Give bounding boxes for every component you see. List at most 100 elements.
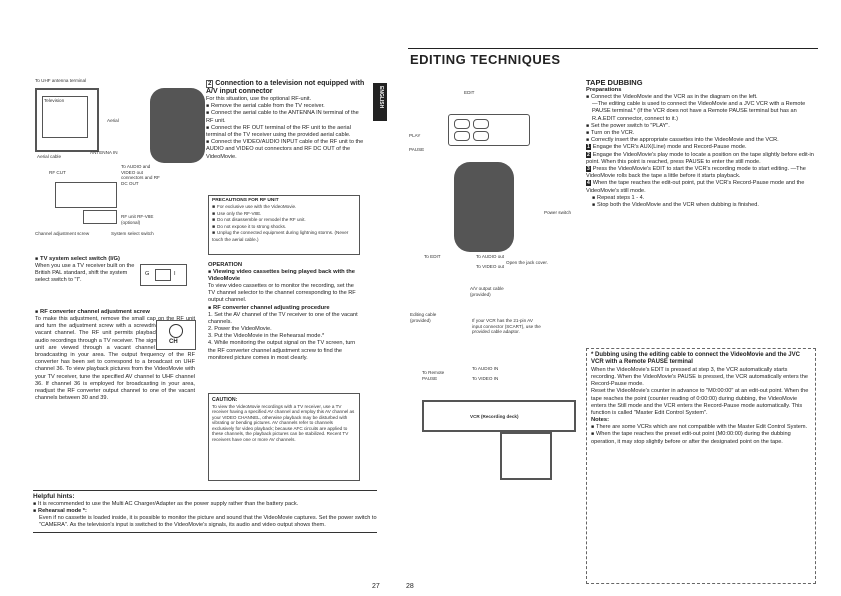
language-tab: ENGLISH bbox=[373, 83, 387, 121]
caution-box: CAUTION: To view the VideoMovie recordin… bbox=[208, 393, 360, 481]
repeat-steps: Repeat steps 1 - 4. bbox=[586, 195, 816, 202]
open-jack-label: Open the jack cover. bbox=[506, 260, 548, 265]
camcorder-image bbox=[454, 162, 514, 252]
operation-section: OPERATION Viewing video cassettes being … bbox=[208, 262, 360, 362]
operation-sub: Viewing video cassettes being played bac… bbox=[208, 269, 360, 283]
pause-button-icon bbox=[454, 131, 470, 141]
prep-item: Set the power switch to "PLAY". bbox=[586, 123, 816, 130]
caution-body: To view the VideoMovie recordings with a… bbox=[212, 403, 355, 443]
language-tab-label: ENGLISH bbox=[378, 86, 384, 109]
preparations-heading: Preparations bbox=[586, 87, 622, 93]
operation-body: To view video cassettes or to monitor th… bbox=[208, 283, 356, 304]
step-number: 1 bbox=[586, 144, 591, 151]
note-item: There are some VCRs which are not compat… bbox=[591, 424, 811, 431]
rehearsal-heading: Rehearsal mode *: bbox=[33, 508, 377, 515]
stop-step: Stop both the VideoMovie and the VCR whe… bbox=[586, 202, 816, 209]
play-button-icon bbox=[473, 119, 489, 129]
aerial-label: Aerial bbox=[107, 118, 119, 123]
tv-system-section: TV system select switch (I/G) When you u… bbox=[35, 256, 185, 285]
connection-intro: For this situation, use the optional RF-… bbox=[206, 96, 312, 102]
helpful-item: It is recommended to use the Multi AC Ch… bbox=[33, 501, 377, 508]
switch-slider bbox=[155, 269, 171, 281]
page-number-left: 27 bbox=[372, 583, 380, 590]
camcorder-image bbox=[150, 88, 205, 163]
rf-unit-label: RF unit RF-V8E (optional) bbox=[121, 214, 154, 225]
precaution-item: Use only the RF-V8E. bbox=[212, 211, 356, 218]
precaution-item: Do not expose it to strong shocks. bbox=[212, 224, 356, 231]
step-text: Engage the VideoMovie's play mode to loc… bbox=[586, 151, 814, 165]
rf-connection-figure: To UHF antenna terminal Television Aeria… bbox=[35, 78, 205, 260]
operation-heading: OPERATION bbox=[208, 262, 243, 268]
operation-step: 4. While monitoring the output signal on… bbox=[208, 340, 356, 361]
tape-dubbing-section: TAPE DUBBING Preparations Connect the Vi… bbox=[586, 78, 816, 209]
scart-note: If your VCR has the 21-pin AV input conn… bbox=[472, 318, 541, 335]
channel-screw-label: Channel adjustment screw bbox=[35, 231, 90, 236]
operation-sub2: RF converter channel adjusting procedure bbox=[208, 305, 360, 312]
connection-step: Remove the aerial cable from the TV rece… bbox=[206, 103, 366, 110]
tape-dubbing-heading: TAPE DUBBING bbox=[586, 78, 643, 87]
operation-step: 2. Power the VideoMovie. bbox=[208, 326, 272, 333]
tv-system-heading: TV system select switch (I/G) bbox=[35, 256, 185, 263]
helpful-heading: Helpful hints: bbox=[33, 493, 75, 500]
power-switch-label: Power switch bbox=[544, 210, 572, 215]
precautions-heading: PRECAUTIONS FOR RF UNIT bbox=[212, 198, 279, 203]
stop-button-icon bbox=[473, 131, 489, 141]
connection-number: 2 bbox=[206, 80, 214, 88]
rehearsal-body: Even if no cassette is loaded inside, it… bbox=[39, 515, 377, 529]
to-remote-label: To Remote PAUSE bbox=[422, 370, 445, 381]
monitor-image bbox=[500, 432, 552, 480]
step-number: 2 bbox=[586, 151, 591, 158]
precaution-item: Do not disassemble or remodel the RF uni… bbox=[212, 217, 356, 224]
operation-step: 1. Set the AV channel of the TV receiver… bbox=[208, 311, 358, 325]
to-audio-out-label: To AUDIO out bbox=[476, 254, 505, 259]
rf-unit-image bbox=[55, 182, 117, 208]
vcr-image: VCR (Recording deck) bbox=[422, 400, 576, 432]
operation-step: 3. Put the VideoMovie in the Rehearsal m… bbox=[208, 333, 325, 340]
helpful-hints-box: Helpful hints: It is recommended to use … bbox=[33, 490, 377, 533]
rf-converter-body: To make this adjustment, remove the smal… bbox=[35, 316, 195, 402]
edit-label: EDIT bbox=[464, 90, 475, 95]
play-label: PLAY bbox=[409, 133, 421, 138]
channel-knob-box: CH bbox=[156, 320, 196, 350]
dubbing-box-heading: * Dubbing using the editing cable to con… bbox=[591, 352, 800, 366]
notes-heading: Notes: bbox=[591, 417, 610, 424]
knob-icon bbox=[169, 324, 183, 338]
rf-converter-section: RF converter channel adjustment screw To… bbox=[35, 309, 195, 402]
antenna-in-label: ANTENNA IN bbox=[90, 150, 118, 155]
to-video-out-label: To VIDEO out bbox=[476, 264, 505, 269]
precautions-box: PRECAUTIONS FOR RF UNIT For exclusive us… bbox=[208, 195, 360, 255]
page-title: EDITING TECHNIQUES bbox=[410, 52, 561, 67]
switch-label-i: I bbox=[174, 271, 176, 277]
step-text: Engage the VCR's AUX(Line) mode and Reco… bbox=[592, 144, 747, 151]
editing-cable-label: Editing cable (provided) bbox=[410, 312, 437, 323]
connection-step: Connect the aerial cable to the ANTENNA … bbox=[206, 110, 366, 124]
television-image: Television bbox=[35, 88, 99, 152]
switch-label-g: G bbox=[145, 271, 150, 277]
edit-button-icon bbox=[454, 119, 470, 129]
connection-step: Connect the RF OUT terminal of the RF un… bbox=[206, 125, 366, 139]
dubbing-box-item: Reset the VideoMovie's counter in advanc… bbox=[591, 388, 809, 417]
knob-label: CH bbox=[169, 339, 178, 345]
dubbing-figure: EDIT PLAY PAUSE Power switch Open the ja… bbox=[408, 90, 578, 480]
precaution-item: Unplug the connected equipment during li… bbox=[212, 230, 356, 242]
prep-item: Connect the VideoMovie and the VCR as in… bbox=[586, 94, 816, 101]
to-video-in-label: To VIDEO IN bbox=[472, 376, 499, 381]
aerial-cable-label: Aerial cable bbox=[37, 154, 62, 159]
button-panel bbox=[448, 114, 530, 146]
pause-label: PAUSE bbox=[409, 147, 425, 152]
prep-item: Turn on the VCR. bbox=[586, 130, 816, 137]
system-switch-box: G I bbox=[140, 264, 187, 286]
precaution-item: For exclusive use with the VideoMovie. bbox=[212, 204, 356, 211]
television-label: Television bbox=[44, 98, 65, 103]
connection-step: Connect the VIDEO/AUDIO INPUT cable of t… bbox=[206, 139, 366, 161]
to-edit-label: To EDIT bbox=[424, 254, 441, 259]
step-number: 3 bbox=[586, 166, 591, 173]
system-switch-label: System select switch bbox=[111, 231, 154, 236]
connection-heading: 2 Connection to a television not equippe… bbox=[206, 80, 366, 96]
header-rule bbox=[408, 48, 818, 49]
connection-section: 2 Connection to a television not equippe… bbox=[206, 80, 366, 161]
